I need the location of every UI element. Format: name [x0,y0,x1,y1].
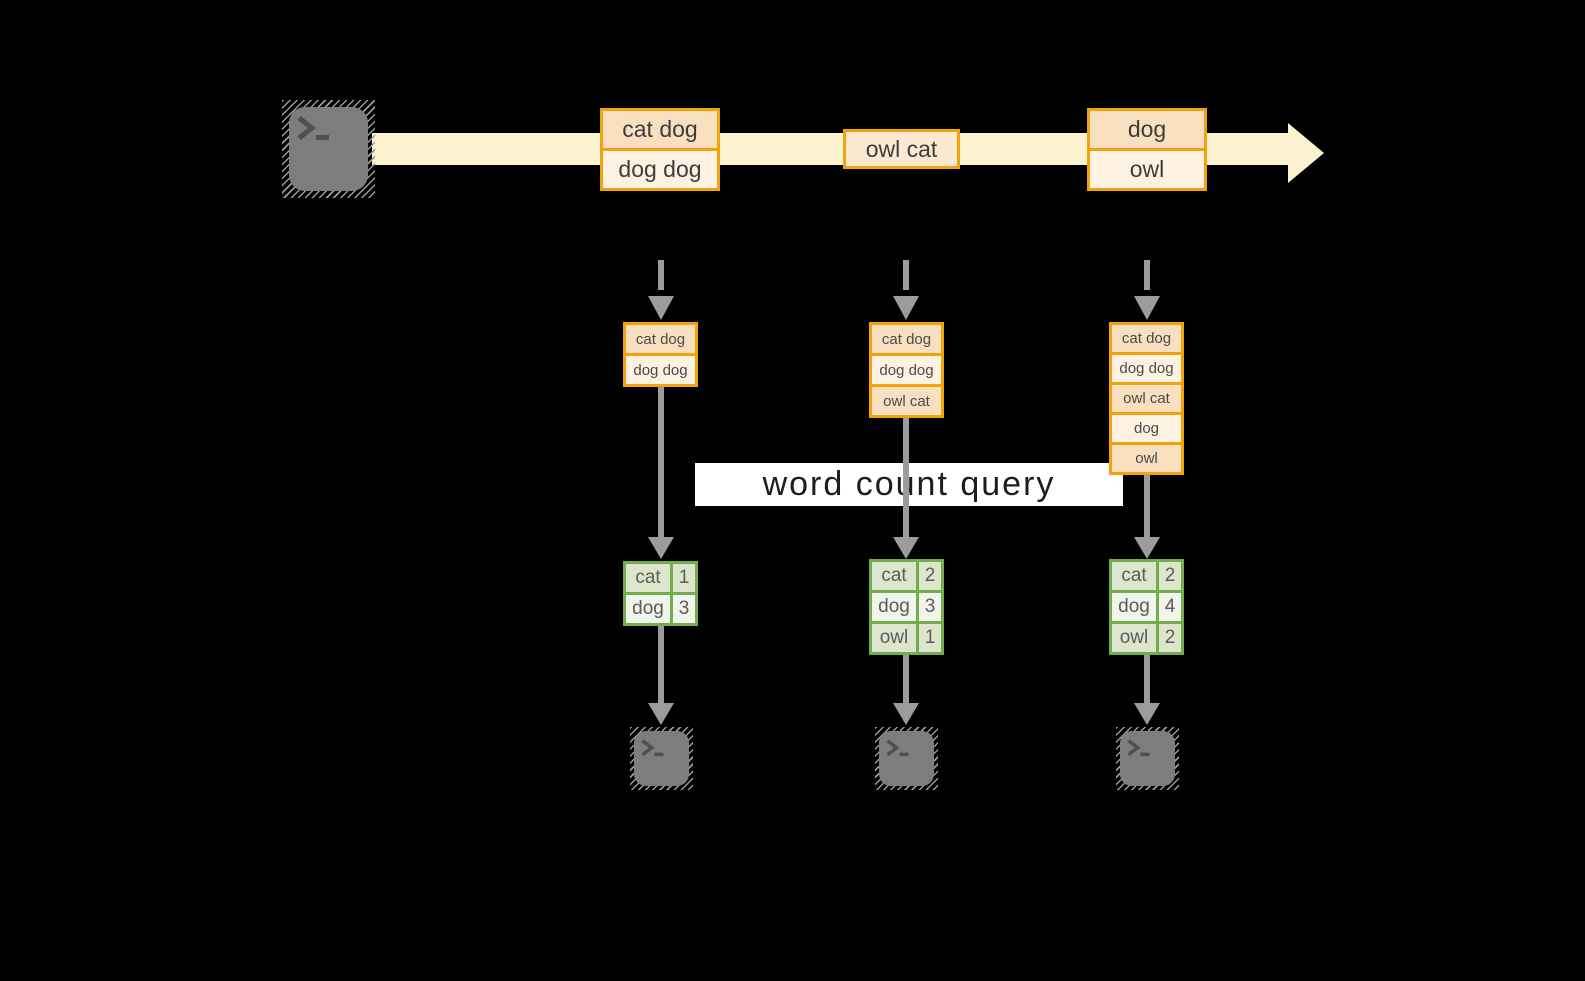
event-cell: owl [1090,148,1204,188]
terminal-prompt-icon [1127,739,1150,757]
connector-line [1144,655,1150,703]
count-row: cat 2 [1112,562,1181,590]
count-value: 1 [673,564,695,592]
connector-line [658,387,664,537]
count-row: dog 4 [1112,590,1181,621]
down-arrowhead-icon [893,703,919,725]
sink-terminal-icon [875,727,938,790]
count-value: 2 [1159,562,1181,590]
down-arrowhead-icon [648,537,674,559]
source-terminal-icon [282,100,375,198]
count-word: owl [872,624,919,652]
count-word: owl [1112,624,1159,652]
state-cell: owl cat [872,384,941,415]
count-value: 4 [1159,593,1181,621]
state-cell: owl [1112,442,1181,472]
dashed-connector [658,260,664,290]
connector-line [903,418,909,537]
count-table-1: cat 1 dog 3 [623,561,698,626]
terminal-prompt-icon [641,739,664,757]
state-cell: cat dog [626,325,695,353]
count-value: 1 [919,624,941,652]
state-cell: dog dog [626,353,695,384]
count-row: cat 2 [872,562,941,590]
state-box-3: cat dog dog dog owl cat dog owl [1109,322,1184,475]
terminal-prompt-icon [297,116,329,140]
count-word: cat [1112,562,1159,590]
state-cell: cat dog [1112,325,1181,352]
dashed-connector [903,260,909,290]
down-arrowhead-icon [893,296,919,320]
event-cell: owl cat [846,132,957,166]
count-value: 3 [673,595,695,623]
count-row: owl 1 [872,621,941,652]
count-table-2: cat 2 dog 3 owl 1 [869,559,944,655]
count-row: cat 1 [626,564,695,592]
query-label: word count query [695,463,1123,506]
terminal-prompt-icon [886,739,909,757]
state-cell: dog dog [1112,352,1181,382]
count-word: dog [872,593,919,621]
state-cell: cat dog [872,325,941,353]
down-arrowhead-icon [893,537,919,559]
count-word: cat [872,562,919,590]
state-cell: dog dog [872,353,941,384]
count-value: 2 [919,562,941,590]
connector-line [903,655,909,703]
stream-batch-1: cat dog dog dog [600,108,720,191]
state-cell: owl cat [1112,382,1181,412]
count-word: cat [626,564,673,592]
dashed-connector [1144,260,1150,290]
event-cell: dog [1090,111,1204,148]
down-arrowhead-icon [1134,703,1160,725]
count-row: dog 3 [626,592,695,623]
count-value: 3 [919,593,941,621]
stream-arrowhead-icon [1288,123,1324,183]
count-value: 2 [1159,624,1181,652]
count-word: dog [1112,593,1159,621]
state-box-1: cat dog dog dog [623,322,698,387]
stream-batch-2: owl cat [843,129,960,169]
down-arrowhead-icon [1134,537,1160,559]
connector-line [658,626,664,703]
down-arrowhead-icon [1134,296,1160,320]
sink-terminal-icon [630,727,693,790]
state-box-2: cat dog dog dog owl cat [869,322,944,418]
stream-batch-3: dog owl [1087,108,1207,191]
count-table-3: cat 2 dog 4 owl 2 [1109,559,1184,655]
count-row: dog 3 [872,590,941,621]
down-arrowhead-icon [648,296,674,320]
event-cell: cat dog [603,111,717,148]
event-cell: dog dog [603,148,717,188]
down-arrowhead-icon [648,703,674,725]
count-word: dog [626,595,673,623]
sink-terminal-icon [1116,727,1179,790]
count-row: owl 2 [1112,621,1181,652]
connector-line [1144,475,1150,537]
state-cell: dog [1112,412,1181,442]
